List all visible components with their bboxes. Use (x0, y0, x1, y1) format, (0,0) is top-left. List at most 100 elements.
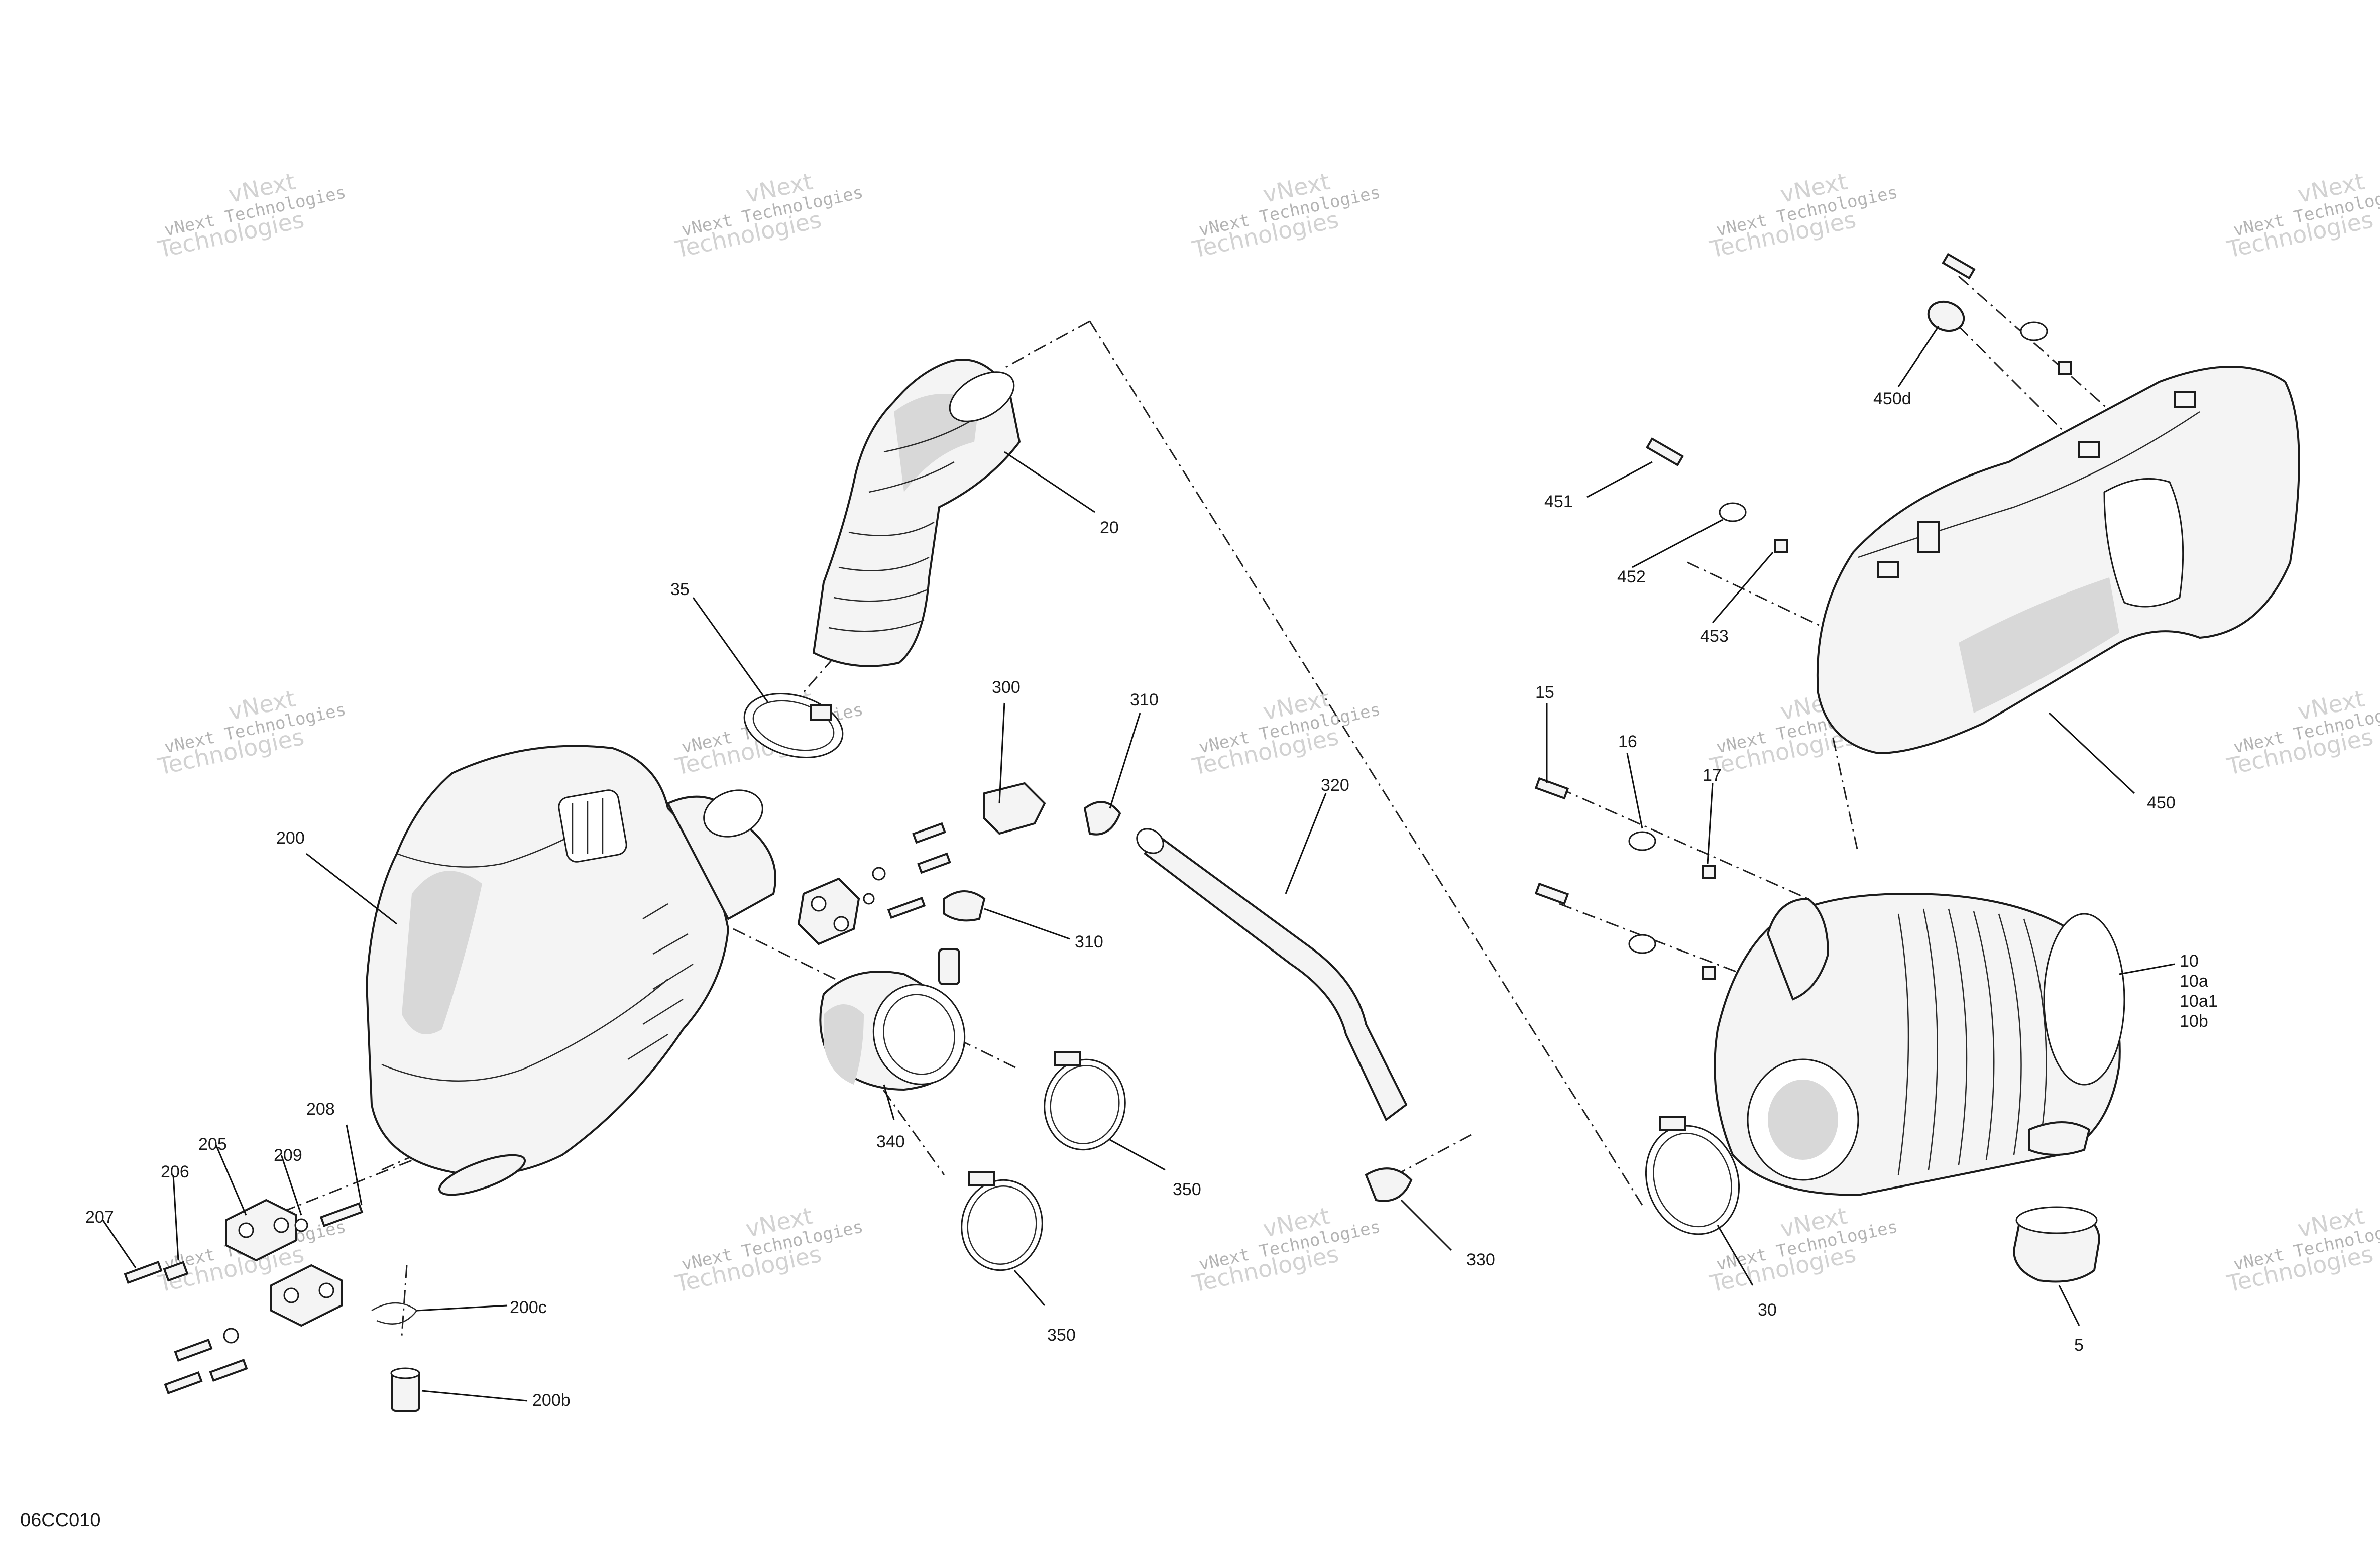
housing-rib (1948, 908, 1968, 1165)
leader-209 (280, 1154, 302, 1216)
boot-rib (848, 521, 935, 536)
boot-rib (838, 556, 930, 571)
centerline (798, 657, 835, 698)
nut-17 (1702, 865, 1716, 879)
screw-lower (164, 1371, 203, 1394)
watermark: vNext Technologies vNext Technologies (2224, 1202, 2380, 1298)
washer-16b (1628, 934, 1656, 954)
adapter-shade (824, 1004, 864, 1085)
leader-300 (998, 702, 1005, 804)
washer-452 (1719, 502, 1747, 522)
cover-edge (1858, 411, 2200, 558)
washer-209 (294, 1218, 308, 1232)
grommet-450d (1927, 300, 1965, 332)
callout-450: 450 (2147, 793, 2176, 812)
screw-lower (174, 1339, 213, 1362)
callout-350-upper: 350 (1173, 1180, 1201, 1199)
bracket-hole (238, 1222, 254, 1238)
vent-hose-end (1136, 828, 1164, 854)
callout-16: 16 (1618, 732, 1637, 751)
callout-labels: 20 35 200 300 310 310 320 330 340 350 35… (85, 389, 2218, 1410)
mount-hardware-group (124, 1199, 420, 1412)
washer (872, 867, 886, 881)
airbox-outlet-ring (703, 789, 763, 838)
leader-330 (1400, 1199, 1452, 1251)
vent-hose (1144, 832, 1408, 1122)
centerline (1559, 903, 1808, 1000)
callout-209: 209 (274, 1146, 302, 1165)
bolt-15 (1534, 777, 1569, 800)
callout-310-bottom: 310 (1075, 932, 1103, 952)
mount-plate (797, 877, 860, 945)
callout-330: 330 (1466, 1250, 1495, 1269)
coupler-5-part (2012, 1206, 2101, 1283)
bolt-451 (1645, 437, 1684, 466)
bolt (917, 852, 951, 874)
clamp-350-a-inner (1050, 1065, 1120, 1144)
airbox-port-grid (572, 798, 604, 854)
leader-310a (1109, 713, 1141, 809)
watermark: vNext Technologies vNext Technologies (155, 685, 348, 781)
clamp-30-inner (1653, 1132, 1732, 1228)
leader-206 (172, 1174, 179, 1261)
leader-35 (692, 597, 769, 703)
washer-top (2020, 321, 2048, 341)
centerline (1089, 321, 1643, 1206)
washer (863, 893, 875, 905)
callout-30: 30 (1758, 1300, 1777, 1320)
centerline (1001, 320, 1090, 370)
leader-30 (1717, 1225, 1754, 1286)
callout-207: 207 (85, 1208, 114, 1227)
figure-id: 06CC010 (20, 1510, 101, 1531)
hose-320-part (1136, 828, 1413, 1202)
leader-450d (1897, 326, 1940, 387)
leader-451 (1586, 461, 1653, 498)
airbox-edge (381, 979, 668, 1082)
housing-outlet-inner (1768, 1080, 1838, 1160)
washer-16 (1628, 831, 1656, 851)
clamp-30-part (1645, 1116, 1740, 1235)
leader-17 (1707, 783, 1714, 864)
leader-350b (1013, 1270, 1046, 1306)
centerline (1832, 738, 1859, 854)
intake-boot-part (812, 359, 1021, 667)
callout-200: 200 (276, 828, 305, 848)
boot-rib (883, 421, 970, 453)
centerline (401, 1265, 408, 1336)
mount-bracket-205 (225, 1199, 297, 1262)
bolt (887, 896, 926, 919)
washer-206 (163, 1261, 189, 1282)
callout-340: 340 (876, 1132, 905, 1151)
grommet-top (390, 1367, 420, 1379)
bolt-top (1942, 253, 1976, 280)
mount-plate-hole (811, 896, 827, 912)
cover-tab (2174, 391, 2196, 408)
bolt-208 (319, 1202, 364, 1227)
callout-15: 15 (1535, 683, 1554, 702)
leader-207 (102, 1220, 137, 1268)
cover-hardware-group (1534, 253, 2072, 980)
clamp-35-part (743, 693, 844, 758)
cover-450-part (1816, 366, 2300, 755)
coupler-top (2015, 1206, 2098, 1234)
housing-end-cap (2043, 913, 2125, 1086)
clamp-30-screw (1659, 1116, 1686, 1131)
screw-lower (209, 1359, 248, 1382)
cover-tab (2078, 441, 2100, 458)
watermark: vNext Technologies vNext Technologies (672, 168, 865, 264)
leader-340 (883, 1084, 895, 1120)
filter-housing-10-part (1714, 892, 2125, 1197)
airbox-port (558, 789, 627, 863)
watermark: vNext Technologies vNext Technologies (155, 168, 348, 264)
bracket-hole (283, 1287, 299, 1303)
callout-451: 451 (1544, 492, 1573, 511)
leader-452 (1632, 519, 1723, 568)
housing-drain (2028, 1121, 2091, 1156)
centerline (868, 1069, 945, 1175)
cover-body (1816, 366, 2300, 755)
watermark: vNext Technologies vNext Technologies (2224, 685, 2380, 781)
leader-320 (1285, 793, 1327, 894)
adapter-340-part (819, 948, 966, 1091)
leader-208 (346, 1124, 363, 1206)
